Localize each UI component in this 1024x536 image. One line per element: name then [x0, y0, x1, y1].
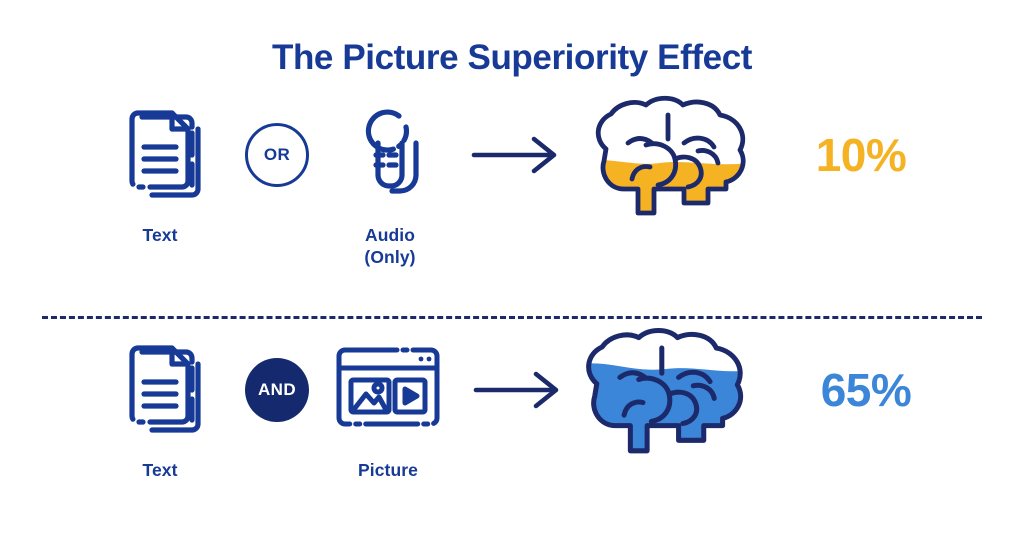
row-text-or-audio: Text OR: [0, 95, 1024, 305]
documents-icon: [96, 335, 224, 445]
input-label-picture: Picture: [357, 460, 419, 480]
input-label-text-bottom: Text: [142, 460, 178, 480]
arrow-right-icon-top: [458, 100, 574, 210]
row-text-and-picture: Text AND: [0, 327, 1024, 536]
or-badge-label: OR: [263, 145, 291, 164]
or-badge: OR: [245, 123, 309, 187]
input-audio: Audio (Only): [328, 100, 452, 269]
connector-and: AND: [232, 335, 322, 445]
result-percent-top: 10%: [776, 100, 946, 210]
browser-media-icon: [322, 335, 454, 445]
result-value-bottom: 65%: [820, 364, 912, 416]
connector-or: OR: [232, 100, 322, 210]
result-value-top: 10%: [815, 129, 907, 181]
input-label-audio-line2: (Only): [364, 247, 416, 268]
documents-icon: [96, 100, 224, 210]
brain-icon-top: [574, 95, 770, 216]
brain-icon-bottom: [566, 327, 766, 454]
and-badge: AND: [245, 358, 309, 422]
result-percent-bottom: 65%: [776, 335, 956, 445]
page-title: The Picture Superiority Effect: [271, 38, 753, 77]
input-label-audio-line1: Audio: [364, 225, 416, 245]
input-text-top: Text: [96, 100, 224, 246]
input-label-text-top: Text: [142, 225, 178, 245]
input-text-bottom: Text: [96, 335, 224, 481]
arrow-right-icon-bottom: [460, 335, 576, 445]
row-divider: [42, 316, 982, 319]
input-label-audio: Audio (Only): [328, 224, 452, 269]
microphone-icon: [328, 100, 452, 210]
and-badge-label: AND: [257, 380, 297, 399]
input-picture: Picture: [322, 335, 454, 481]
